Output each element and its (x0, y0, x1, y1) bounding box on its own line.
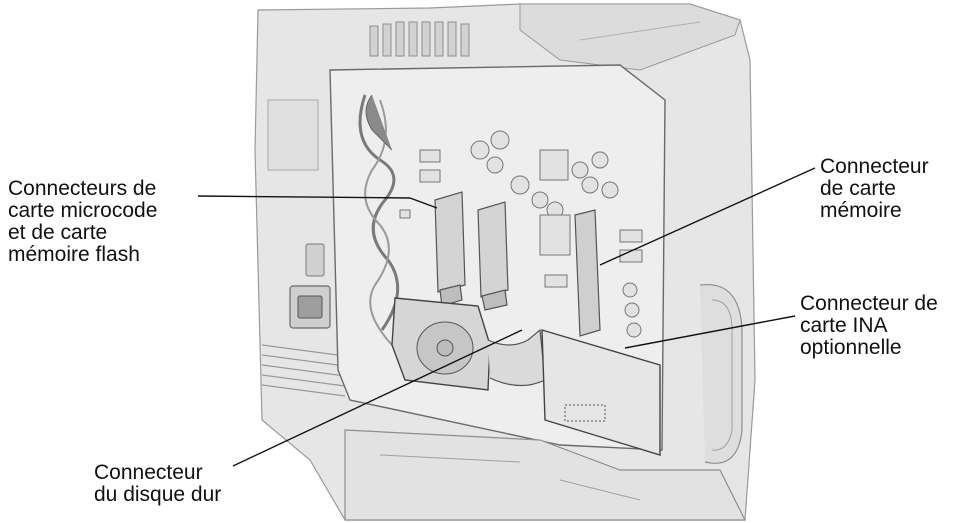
leader-flash-2 (409, 197, 438, 209)
ina-card (541, 329, 661, 456)
label-flash-line-2: carte microcode (8, 199, 158, 222)
label-flash-connectors: Connecteurs de carte microcode et de car… (8, 178, 157, 266)
memory-card-slot (574, 209, 601, 337)
label-flash-line-1: Connecteurs de (8, 177, 157, 200)
label-ina-line-2: carte INA (800, 314, 888, 337)
leader-disque (232, 329, 523, 467)
label-disk-line-1: Connecteur (94, 461, 203, 484)
leader-memoire (599, 167, 816, 266)
output-tray (519, 3, 741, 71)
rear-label-area (267, 99, 319, 171)
side-handle (699, 283, 743, 464)
label-memory-line-1: Connecteur (820, 155, 929, 178)
flash-card-slots (434, 191, 509, 311)
label-disk-line-2: du disque dur (94, 483, 222, 506)
label-hard-disk-connector: Connecteur du disque dur (94, 462, 221, 506)
label-memory-connector: Connecteur de carte mémoire (820, 156, 929, 222)
leader-flash (197, 195, 411, 199)
label-ina-connector: Connecteur de carte INA optionnelle (800, 293, 938, 359)
lower-tray (344, 429, 746, 521)
label-ina-line-3: optionnelle (800, 336, 902, 359)
label-flash-line-4: mémoire flash (8, 243, 140, 266)
ribbon-cable (487, 328, 546, 387)
power-switch (305, 243, 325, 277)
label-memory-line-2: de carte (820, 177, 896, 200)
label-flash-line-3: et de carte (8, 221, 108, 244)
top-vents (369, 21, 470, 57)
label-ina-line-1: Connecteur de (800, 292, 938, 315)
leader-lines (197, 167, 816, 467)
leader-ina (624, 315, 796, 349)
board-components (399, 130, 643, 338)
lower-vents (261, 344, 346, 397)
label-memory-line-3: mémoire (820, 199, 902, 222)
